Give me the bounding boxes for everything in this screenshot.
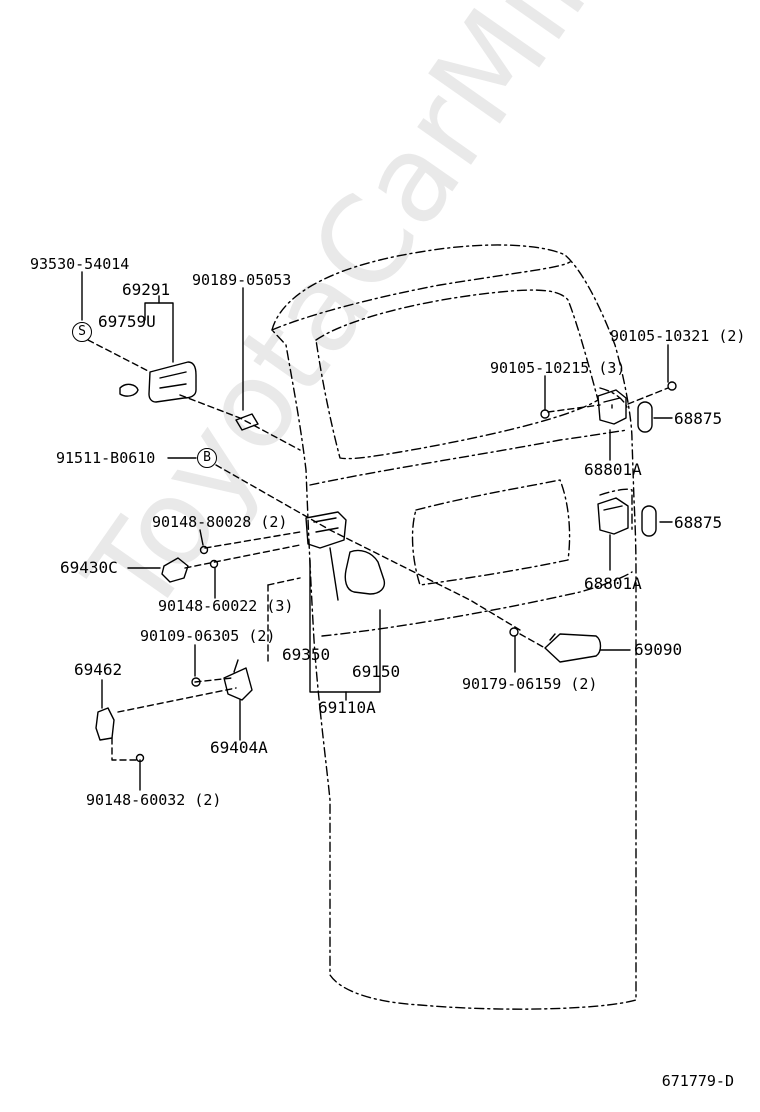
lower-panel-outline: [309, 429, 629, 486]
part-hinge-upper: [597, 389, 627, 425]
part-handle-bracket: [148, 361, 197, 403]
part-handle-69430c: [161, 557, 189, 583]
leader-dashes-10: [194, 677, 233, 683]
label-90189-05053: 90189-05053: [192, 271, 292, 289]
leader-dashes-2: [179, 394, 301, 451]
part-bolt-6: [667, 381, 677, 391]
leader-dashes-4: [627, 387, 669, 405]
callout-b: B: [197, 448, 217, 468]
label-68801a-lower: 68801A: [584, 574, 642, 593]
part-lock-69350: [305, 511, 347, 549]
part-bolt-4: [135, 753, 145, 763]
leader-90148a: [199, 529, 204, 546]
part-bolt-3: [191, 677, 201, 687]
label-90109-06305: 90109-06305 (2): [140, 627, 276, 645]
part-bolt-5: [540, 409, 550, 419]
leader-dashes-11: [117, 687, 237, 713]
label-90148-80028: 90148-80028 (2): [152, 513, 288, 531]
leader-dashes-14: [519, 633, 546, 649]
label-90105-10321: 90105-10321 (2): [610, 327, 746, 345]
part-nut-1: [509, 627, 519, 637]
bracket-69291: [144, 302, 174, 363]
label-90148-60032: 90148-60032 (2): [86, 791, 222, 809]
label-69350: 69350: [282, 645, 331, 664]
label-69462: 69462: [74, 660, 123, 679]
drawing-code: 671779-D: [661, 1072, 734, 1090]
label-69150: 69150: [352, 662, 401, 681]
part-gasket-lower: [641, 505, 657, 537]
leader-dashes-7: [184, 544, 301, 569]
label-90148-60022: 90148-60022 (3): [158, 597, 294, 615]
license-recess-outline: [411, 479, 571, 586]
label-69110a: 69110A: [318, 698, 376, 717]
part-clip: [119, 383, 139, 397]
part-gasket-upper: [637, 401, 653, 433]
part-hinge-lower: [597, 497, 629, 535]
label-69759u: 69759U: [98, 312, 156, 331]
hinge-bump-upper: [599, 387, 629, 411]
label-91511-b0610: 91511-B0610: [56, 449, 156, 467]
leader-dashes-5: [215, 464, 521, 631]
part-grommet: [235, 413, 259, 431]
spoiler-ridge: [271, 261, 571, 331]
label-69291: 69291: [122, 280, 171, 299]
leader-dashes-6: [204, 531, 301, 549]
part-bolt-2: [209, 559, 219, 569]
label-90105-10215: 90105-10215 (3): [490, 359, 626, 377]
part-striker-69404a: [223, 659, 253, 701]
leader-dashes-8: [267, 577, 301, 586]
part-bolt-1: [199, 545, 209, 555]
label-69404a: 69404A: [210, 738, 268, 757]
label-69090: 69090: [634, 640, 683, 659]
label-69430c: 69430C: [60, 558, 118, 577]
door-bottom-edge: [321, 571, 633, 637]
label-68875-lower: 68875: [674, 513, 723, 532]
hinge-bump-lower: [599, 488, 633, 531]
leader-dashes-1: [87, 339, 151, 373]
callout-s: S: [72, 322, 92, 342]
leader-dashes-3: [547, 404, 601, 413]
label-93530-54014: 93530-54014: [30, 255, 130, 273]
label-68875-upper: 68875: [674, 409, 723, 428]
part-bracket-69462: [95, 707, 115, 741]
bracket-69110a: [309, 559, 381, 693]
part-rod: [329, 547, 339, 601]
leader-dashes-12: [111, 737, 137, 761]
part-actuator-69150: [344, 549, 386, 595]
label-90179-06159: 90179-06159 (2): [462, 675, 598, 693]
part-lamp-69090: [544, 633, 602, 663]
label-68801a-upper: 68801A: [584, 460, 642, 479]
